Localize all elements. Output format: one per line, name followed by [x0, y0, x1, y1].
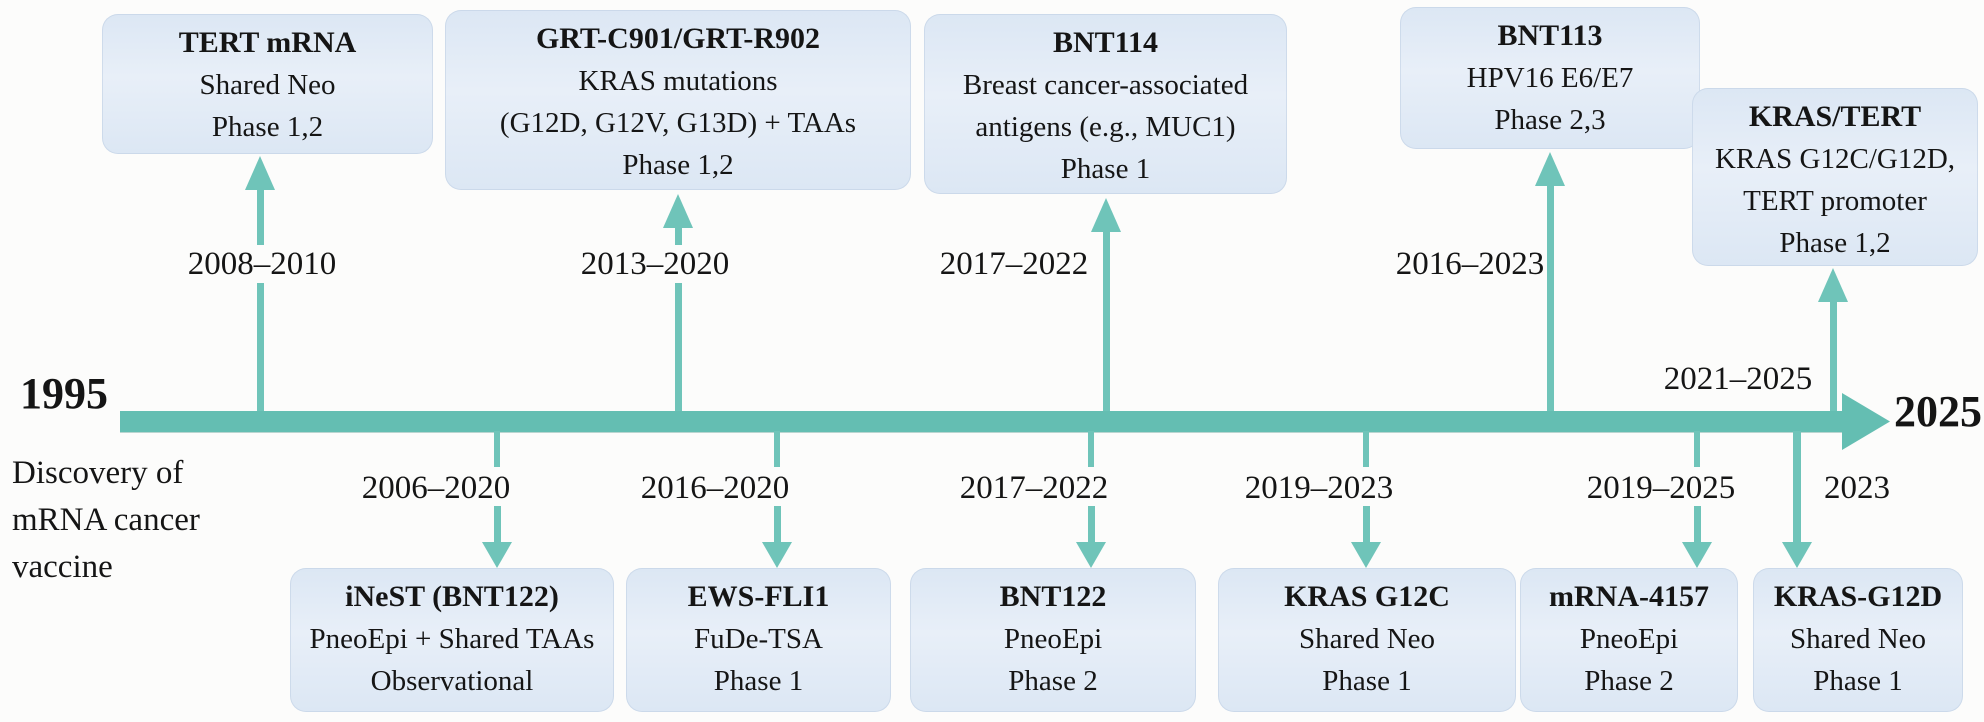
- up-arrowhead-icon: [1818, 268, 1848, 302]
- event-detail: Phase 2,3: [1494, 104, 1606, 136]
- event-year-range: 2021–2025: [1663, 361, 1813, 397]
- up-arrowhead-icon: [1535, 152, 1565, 186]
- down-arrowhead-icon: [482, 542, 512, 568]
- event-detail: TERT promoter: [1743, 185, 1927, 217]
- arrow-shaft: [494, 506, 501, 544]
- event-title: EWS-FLI1: [687, 580, 830, 613]
- arrow-stub: [1363, 431, 1369, 467]
- event-year-range: 2017–2022: [959, 470, 1109, 506]
- arrow-stub: [1088, 431, 1094, 467]
- event-detail: Phase 1: [1060, 153, 1151, 185]
- timeline-arrowhead-icon: [1842, 393, 1890, 450]
- event-detail: Shared Neo: [199, 69, 336, 101]
- event-detail: PneoEpi: [1003, 623, 1103, 655]
- event-detail: antigens (e.g., MUC1): [975, 111, 1236, 143]
- timeline-start-caption: Discovery of mRNA cancer vaccine: [12, 450, 200, 591]
- event-year-range: 2016–2020: [640, 470, 790, 506]
- event-detail: PneoEpi + Shared TAAs: [309, 623, 595, 655]
- event-year-range: 2017–2022: [939, 246, 1089, 282]
- arrow-shaft: [1088, 506, 1095, 544]
- arrow-shaft: [1793, 431, 1801, 542]
- down-arrowhead-icon: [1351, 542, 1381, 568]
- event-title: KRAS/TERT: [1748, 100, 1922, 133]
- event-detail: HPV16 E6/E7: [1466, 62, 1634, 94]
- event-year-range: 2019–2025: [1586, 470, 1736, 506]
- event-title: KRAS-G12D: [1773, 580, 1943, 613]
- event-title: BNT122: [999, 580, 1107, 613]
- up-arrowhead-icon: [663, 194, 693, 228]
- timeline-bar: [120, 411, 1848, 432]
- event-box-ews-fli1: EWS-FLI1 FuDe-TSA Phase 1: [626, 568, 891, 712]
- arrow-shaft: [1103, 232, 1110, 411]
- arrow-stub: [774, 431, 780, 467]
- down-arrowhead-icon: [1682, 542, 1712, 568]
- event-box-mrna-4157: mRNA-4157 PneoEpi Phase 2: [1520, 568, 1738, 712]
- up-arrowhead-icon: [1091, 198, 1121, 232]
- event-year-range: 2008–2010: [187, 246, 337, 282]
- arrow-shaft: [1363, 506, 1370, 544]
- event-box-bnt122: BNT122 PneoEpi Phase 2: [910, 568, 1196, 712]
- caption-line: Discovery of: [12, 455, 184, 491]
- event-detail: Phase 1: [713, 665, 804, 697]
- event-detail: Shared Neo: [1298, 623, 1436, 655]
- timeline-start-year: 1995: [20, 369, 108, 418]
- timeline-end-year: 2025: [1894, 387, 1982, 436]
- event-detail: Phase 1: [1322, 665, 1412, 697]
- event-title: mRNA-4157: [1549, 580, 1709, 613]
- down-arrowhead-icon: [762, 542, 792, 568]
- arrow-shaft: [257, 283, 264, 411]
- down-arrowhead-icon: [1782, 542, 1812, 568]
- event-box-bnt113: BNT113 HPV16 E6/E7 Phase 2,3: [1400, 7, 1700, 149]
- event-detail: FuDe-TSA: [694, 623, 823, 655]
- event-detail: Observational: [370, 665, 534, 697]
- arrow-stub: [494, 431, 500, 467]
- event-detail: KRAS mutations: [578, 65, 778, 97]
- arrow-shaft: [1694, 506, 1701, 544]
- event-detail: Phase 2: [1584, 665, 1674, 697]
- event-detail: Breast cancer-associated: [962, 69, 1249, 101]
- event-title: BNT114: [1052, 26, 1159, 59]
- arrow-shaft: [1830, 302, 1837, 411]
- event-box-kras-g12d: KRAS-G12D Shared Neo Phase 1: [1753, 568, 1963, 712]
- event-detail: (G12D, G12V, G13D) + TAAs: [499, 107, 857, 139]
- event-box-tert-mrna: TERT mRNA Shared Neo Phase 1,2: [102, 14, 433, 154]
- event-detail: Phase 1,2: [1779, 227, 1891, 259]
- event-year-range: 2013–2020: [580, 246, 730, 282]
- caption-line: mRNA cancer: [12, 502, 200, 538]
- event-title: GRT-C901/GRT-R902: [535, 22, 821, 55]
- caption-line: vaccine: [12, 549, 113, 585]
- event-title: iNeST (BNT122): [345, 580, 559, 613]
- event-year-range: 2023: [1824, 470, 1890, 506]
- arrow-shaft: [1547, 186, 1554, 411]
- event-detail: Shared Neo: [1789, 623, 1927, 655]
- event-box-grt-c901-r902: GRT-C901/GRT-R902 KRAS mutations (G12D, …: [445, 10, 911, 190]
- event-box-kras-g12c: KRAS G12C Shared Neo Phase 1: [1218, 568, 1516, 712]
- event-title: TERT mRNA: [178, 26, 357, 59]
- arrow-shaft: [257, 190, 264, 245]
- up-arrowhead-icon: [245, 156, 275, 190]
- event-box-inest-bnt122: iNeST (BNT122) PneoEpi + Shared TAAs Obs…: [290, 568, 614, 712]
- event-year-range: 2016–2023: [1395, 246, 1545, 282]
- arrow-shaft: [675, 228, 682, 245]
- event-detail: KRAS G12C/G12D,: [1714, 143, 1956, 175]
- arrow-stub: [1694, 431, 1700, 467]
- event-detail: PneoEpi: [1579, 623, 1679, 655]
- event-title: BNT113: [1497, 19, 1603, 52]
- event-detail: Phase 1,2: [622, 149, 734, 181]
- event-box-bnt114: BNT114 Breast cancer-associated antigens…: [924, 14, 1287, 194]
- event-year-range: 2019–2023: [1244, 470, 1394, 506]
- down-arrowhead-icon: [1076, 542, 1106, 568]
- arrow-shaft: [675, 283, 682, 411]
- event-year-range: 2006–2020: [361, 470, 511, 506]
- event-detail: Phase 1,2: [211, 111, 324, 143]
- event-box-kras-tert: KRAS/TERT KRAS G12C/G12D, TERT promoter …: [1692, 88, 1978, 266]
- event-title: KRAS G12C: [1284, 580, 1450, 613]
- event-detail: Phase 2: [1008, 665, 1098, 697]
- event-detail: Phase 1: [1813, 665, 1903, 697]
- arrow-shaft: [774, 506, 781, 544]
